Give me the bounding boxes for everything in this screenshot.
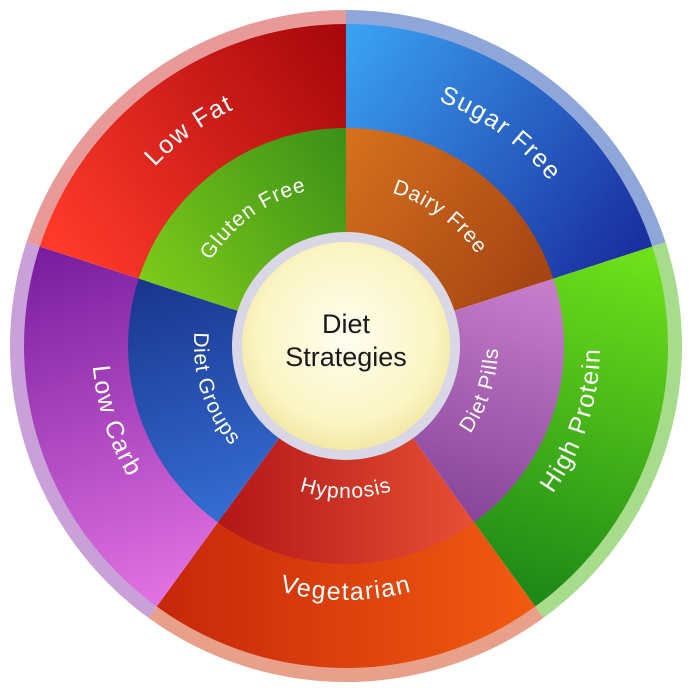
rim-high-protein bbox=[534, 242, 682, 618]
rim-sugar-free bbox=[346, 10, 666, 248]
inner-segment-gluten-free bbox=[138, 128, 346, 313]
outer-rim bbox=[9, 10, 682, 683]
outer-segment-low-carb bbox=[23, 246, 225, 607]
inner-segment-dairy-free bbox=[346, 128, 554, 313]
inner-ring bbox=[128, 128, 564, 565]
rim-vegetarian bbox=[148, 604, 544, 683]
outer-ring bbox=[23, 24, 668, 668]
inner-segment-hypnosis bbox=[217, 434, 475, 565]
rim-low-fat bbox=[26, 10, 347, 248]
center-label-line-1: Diet bbox=[322, 309, 371, 339]
outer-segment-vegetarian bbox=[156, 512, 536, 668]
inner-segment-diet-groups bbox=[128, 278, 282, 523]
center-disc bbox=[242, 242, 450, 450]
outer-segment-sugar-free bbox=[346, 24, 653, 283]
rim-low-carb bbox=[9, 242, 158, 618]
outer-segment-high-protein bbox=[467, 246, 668, 607]
outer-segment-low-fat bbox=[39, 24, 347, 283]
center-label-line-2: Strategies bbox=[285, 342, 407, 372]
inner-segment-diet-pills bbox=[410, 278, 564, 523]
